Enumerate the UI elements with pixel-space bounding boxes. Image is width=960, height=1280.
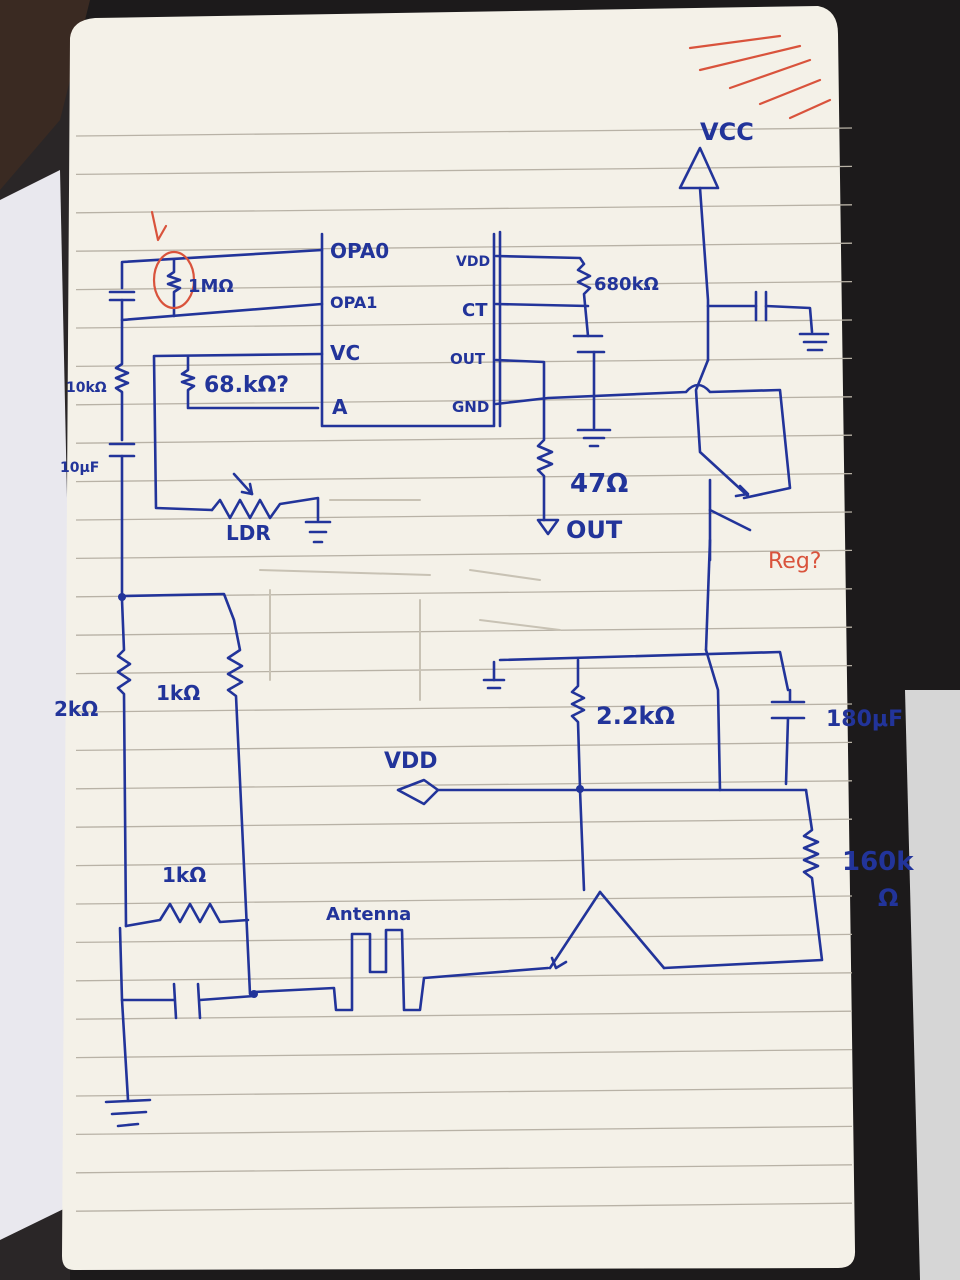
bleed-through-marks xyxy=(259,499,561,701)
vcc-label: VCC xyxy=(700,118,754,146)
ruled-line xyxy=(75,1164,853,1174)
ruled-line xyxy=(75,511,853,521)
ic-pin-out: OUT xyxy=(450,350,486,368)
ruled-lines xyxy=(75,127,853,1212)
label-2-2k: 2.2kΩ xyxy=(596,702,675,730)
label-180uf: 180μF xyxy=(826,707,903,732)
red-annotation-arrow xyxy=(150,210,196,310)
red-scribbles xyxy=(688,34,832,120)
ruled-line xyxy=(75,127,853,137)
ic-pin-ct: CT xyxy=(462,300,488,321)
label-1k-lower: 1kΩ xyxy=(162,863,206,887)
ruled-line xyxy=(75,472,853,483)
ruled-line xyxy=(75,703,853,713)
ruled-line xyxy=(75,972,853,982)
label-2k: 2kΩ xyxy=(54,697,98,721)
label-47: 47Ω xyxy=(570,469,628,499)
ic-pin-gnd: GND xyxy=(452,398,489,416)
ic-pin-opa1: OPA1 xyxy=(330,293,377,312)
label-1m: 1MΩ xyxy=(188,276,234,297)
ruled-line xyxy=(75,1048,853,1059)
ruled-line xyxy=(75,165,853,176)
label-160k: 160k xyxy=(842,847,914,877)
ruled-line xyxy=(75,856,853,867)
ruled-line xyxy=(75,357,853,368)
ruled-line xyxy=(75,895,853,905)
label-680k: 680kΩ xyxy=(594,274,659,295)
ruled-line xyxy=(75,741,853,752)
labels: VCC OPA0 OPA1 VC A VDD CT OUT GND 1MΩ 68… xyxy=(54,118,914,925)
ruled-line xyxy=(75,780,853,790)
ruled-line xyxy=(75,1202,853,1212)
ruled-line xyxy=(75,1087,853,1097)
circuit-wiring xyxy=(104,146,830,1128)
ruled-line xyxy=(75,434,853,444)
ruled-line xyxy=(75,1010,853,1020)
label-68k: 68.kΩ? xyxy=(204,373,289,398)
notebook-page xyxy=(62,6,856,1270)
label-reg: Reg? xyxy=(768,549,821,574)
ic-pin-vdd: VDD xyxy=(456,254,490,270)
label-160k-ohm: Ω xyxy=(878,884,898,912)
label-ldr: LDR xyxy=(226,521,271,545)
label-1k-upper: 1kΩ xyxy=(156,681,200,705)
ic-pin-vc: VC xyxy=(330,341,360,365)
label-out-port: OUT xyxy=(566,516,623,544)
ruled-line xyxy=(75,933,853,944)
ruled-line xyxy=(75,396,853,406)
label-10k: 10kΩ xyxy=(66,380,107,396)
ruled-line xyxy=(75,549,853,560)
ic-pin-opa0: OPA0 xyxy=(330,239,389,263)
ruled-line xyxy=(75,664,853,675)
label-10uf: 10μF xyxy=(60,460,99,476)
ruled-line xyxy=(75,280,853,291)
ruled-line xyxy=(75,818,853,828)
label-vdd-port: VDD xyxy=(384,749,438,774)
ruled-line xyxy=(75,626,853,636)
ic-pin-a: A xyxy=(332,395,348,419)
label-antenna: Antenna xyxy=(326,904,411,925)
ruled-line xyxy=(75,1125,853,1136)
ruled-line xyxy=(75,204,853,214)
ruled-line xyxy=(75,242,853,252)
ruled-line xyxy=(75,319,853,329)
